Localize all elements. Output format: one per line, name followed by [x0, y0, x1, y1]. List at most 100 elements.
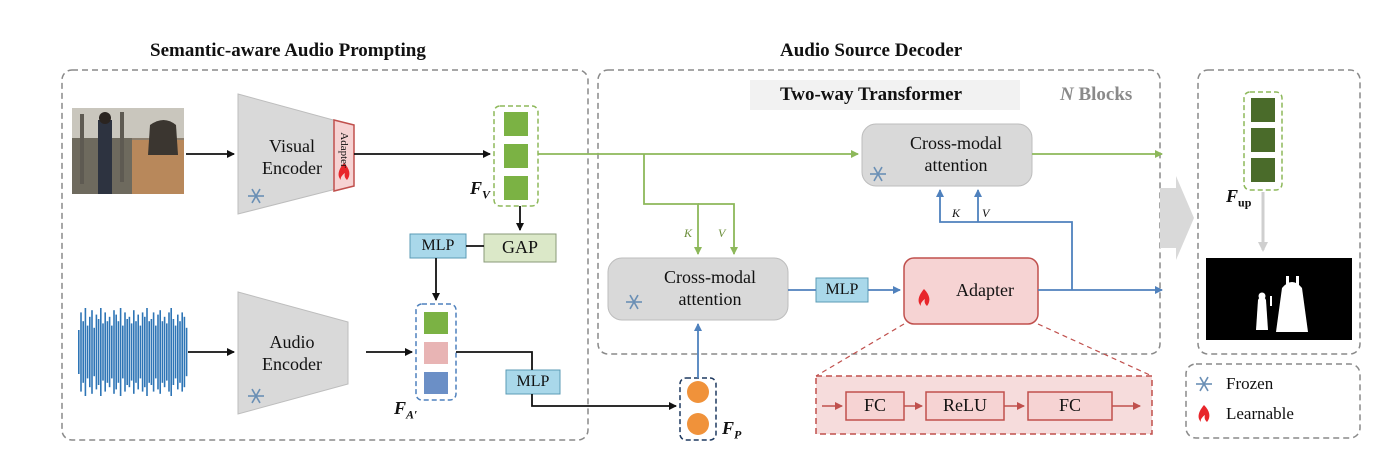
- fv-column: [493, 105, 539, 207]
- waveform-bar: [161, 321, 164, 383]
- waveform-bar: [128, 316, 131, 388]
- waveform-bar: [133, 310, 135, 394]
- waveform-bar: [97, 319, 100, 385]
- fv-label-sub: V: [482, 187, 491, 202]
- waveform-bar: [148, 321, 150, 383]
- waveform-bar: [152, 312, 155, 392]
- waveform-bar: [78, 330, 80, 374]
- waveform-bar: [84, 308, 87, 396]
- legend-frozen-label: Frozen: [1226, 374, 1274, 393]
- v-top-label: V: [982, 206, 990, 220]
- adapter-box: [903, 257, 1039, 325]
- fp-label: FP: [722, 418, 741, 443]
- fup-label-sub: up: [1238, 195, 1252, 210]
- legend-snowflake-icon: [1196, 376, 1212, 392]
- audio-encoder-shape: [237, 291, 349, 415]
- k-bottom-label: K: [684, 226, 693, 240]
- waveform-bar: [159, 310, 161, 394]
- v-bottom-label: V: [718, 226, 726, 240]
- n-blocks-word: Blocks: [1078, 84, 1133, 105]
- mlp-bottom-box: [505, 369, 561, 395]
- waveform-bar: [144, 316, 146, 388]
- fc2-box: [1027, 391, 1113, 421]
- fc1-box: [845, 391, 905, 421]
- transformer-title-bg: [750, 80, 1020, 110]
- prompting-title: Semantic-aware Audio Prompting: [150, 40, 426, 61]
- decoder-container: [597, 69, 1161, 355]
- fa-to-mlp-line: [456, 351, 533, 370]
- mlp-top-label: MLP: [421, 237, 455, 255]
- fv-token-1: [504, 112, 528, 136]
- fv-token-3: [504, 176, 528, 200]
- visual-encoder-snowflake-icon: [248, 188, 264, 204]
- waveform-bar: [157, 314, 159, 390]
- fup-column: [1243, 91, 1283, 191]
- waveform-bar: [163, 316, 166, 388]
- adapter-funnel-right: [1037, 323, 1153, 377]
- fup-token-3: [1251, 158, 1275, 182]
- waveform-bar: [172, 319, 175, 385]
- fa-token-3: [424, 372, 448, 394]
- mlp-decoder-label: MLP: [825, 281, 859, 299]
- waveform-bar: [111, 325, 113, 379]
- fv-branch-v-arrow: [698, 203, 738, 255]
- fp-token-1: [687, 381, 709, 403]
- waveform-bar: [179, 321, 181, 383]
- waveform-bar: [104, 312, 106, 392]
- waveform-bar: [166, 323, 168, 381]
- waveform-bar: [170, 308, 172, 396]
- waveform-bar: [135, 321, 137, 383]
- cross-attn-bottom-snowflake-icon: [626, 294, 642, 310]
- fp-token-2: [687, 413, 709, 435]
- visual-encoder-label: Visual Encoder: [262, 136, 322, 178]
- cross-attn-top-label: Cross-modal attention: [910, 133, 1002, 175]
- adapter-flame-icon: [918, 289, 930, 306]
- waveform-bar: [185, 327, 188, 377]
- waveform-bar: [91, 310, 93, 394]
- fv-label: FV: [470, 178, 490, 203]
- relu-label: ReLU: [943, 395, 987, 416]
- waveform-bar: [181, 312, 183, 392]
- waveform-bar: [122, 325, 124, 379]
- fp-label-main: F: [722, 418, 735, 438]
- fa-label: FA′: [394, 398, 417, 423]
- big-gray-arrow: [1160, 176, 1194, 260]
- fa-column: [415, 303, 457, 401]
- gap-box: [483, 233, 557, 263]
- fc2-label: FC: [1058, 395, 1082, 416]
- relu-box: [925, 391, 1005, 421]
- cross-attn-bottom-label: Cross-modal attention: [664, 267, 756, 309]
- waveform-bar: [82, 321, 84, 383]
- waveform-bar: [126, 319, 128, 385]
- fv-label-main: F: [470, 178, 483, 198]
- waveform-bar: [100, 308, 102, 396]
- prompting-container: [61, 69, 589, 441]
- waveform-bar: [119, 308, 122, 396]
- fp-label-sub: P: [734, 427, 742, 442]
- waveform-bar: [95, 314, 98, 390]
- cross-attn-top-snowflake-icon: [870, 166, 886, 182]
- mlp-bottom-label: MLP: [516, 373, 550, 391]
- waveform-bar: [117, 321, 120, 383]
- waveform-bar: [137, 314, 139, 390]
- cross-attn-top-box: [861, 123, 1033, 187]
- adapter-to-k-arrow: [936, 189, 1073, 290]
- waveform-bar: [146, 308, 148, 396]
- adapter-funnel-left: [815, 323, 905, 377]
- waveform-bar: [102, 323, 104, 381]
- k-top-label: K: [952, 206, 961, 220]
- video-frame-image: [72, 108, 184, 194]
- waveform-bar: [174, 325, 177, 379]
- decoder-title: Audio Source Decoder: [780, 40, 963, 61]
- gap-label: GAP: [501, 237, 538, 258]
- waveform-bar: [139, 325, 142, 379]
- legend-container: [1185, 363, 1361, 439]
- waveform-bar: [177, 314, 179, 390]
- waveform-bar: [93, 327, 95, 377]
- audio-waveform-image: [78, 308, 188, 396]
- fup-token-1: [1251, 98, 1275, 122]
- audio-encoder-snowflake-icon: [248, 388, 264, 404]
- waveform-bar: [89, 316, 91, 388]
- cross-attn-bottom-box: [607, 257, 789, 321]
